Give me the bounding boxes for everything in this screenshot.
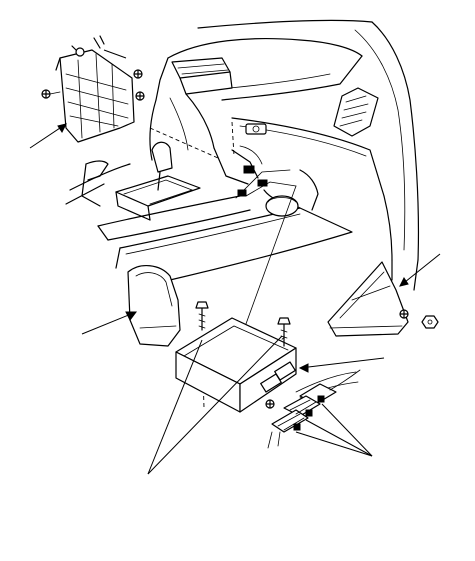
connector-c [237, 189, 247, 197]
right-kick-panel [327, 253, 441, 337]
knee-bolster-cover [81, 265, 181, 347]
bolt-icon [265, 399, 275, 409]
bolt-icon [135, 91, 145, 101]
bolt-icon [277, 317, 291, 347]
callout-leaders [147, 335, 373, 475]
control-module [175, 301, 385, 413]
body-edge [391, 259, 419, 291]
bolt-icon [41, 89, 61, 99]
connector-a [243, 165, 255, 174]
connectors [267, 369, 361, 449]
connector-b [257, 179, 268, 187]
bolt-icon [133, 69, 143, 79]
bolt-icon [399, 309, 409, 319]
center-console [81, 141, 353, 307]
left-kick-panel [29, 35, 145, 149]
dash-switch [245, 123, 267, 135]
right-vent [333, 87, 379, 137]
duct-outlet [265, 195, 299, 217]
bolt-icon [195, 301, 209, 331]
clip-top [75, 47, 85, 57]
shift-knob [151, 141, 173, 173]
dashboard [65, 19, 420, 261]
nut-icon [421, 315, 439, 329]
